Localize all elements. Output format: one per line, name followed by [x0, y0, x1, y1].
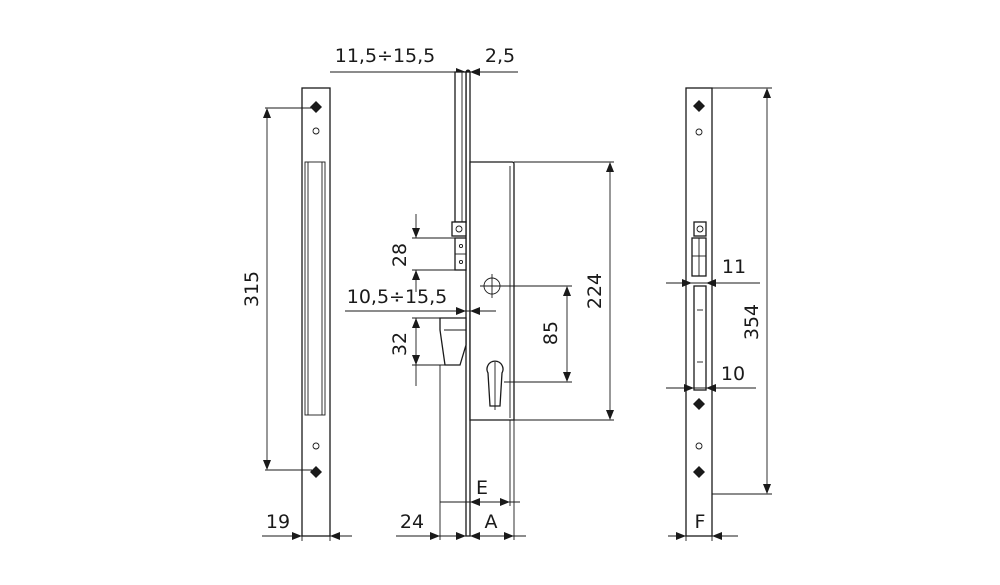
dim-label-E: E [476, 477, 488, 499]
dimension-backset-mid: 10,5÷15,5 [345, 286, 496, 315]
screw-hole-icon [693, 398, 705, 410]
dim-label-28: 28 [389, 243, 411, 267]
dim-label-24: 24 [400, 511, 424, 533]
pin-hole-icon [312, 127, 320, 135]
dim-label-19: 19 [266, 511, 290, 533]
screw-hole-icon [310, 466, 322, 478]
screw-hole-icon [310, 101, 322, 113]
dim-label-backset-top: 11,5÷15,5 [335, 45, 436, 67]
lock-body-view: 11,5÷15,5 2,5 [330, 45, 614, 540]
strike-plate-recess [304, 161, 326, 416]
dimension-28: 28 [389, 214, 456, 292]
dimension-354: 354 [712, 87, 772, 495]
dim-label-315: 315 [241, 271, 263, 307]
dimension-315: 315 [241, 107, 312, 471]
latch-bar [454, 71, 467, 223]
dim-label-32: 32 [389, 332, 411, 356]
dimension-backset-top: 11,5÷15,5 2,5 [330, 45, 518, 76]
dim-label-backset-mid: 10,5÷15,5 [347, 286, 448, 308]
dimension-11: 11 [666, 256, 760, 287]
pin-hole-icon [312, 442, 320, 450]
dimension-19: 19 [262, 511, 352, 541]
latch-opening [693, 221, 707, 237]
pin-hole-icon [695, 442, 703, 450]
dim-label-A: A [485, 511, 498, 533]
screw-hole-icon [693, 466, 705, 478]
pin-hole-icon [695, 128, 703, 136]
dimension-24-A: 24 A [396, 365, 526, 540]
dimension-85: 85 [500, 285, 572, 383]
faceplate-front-view: 11 10 354 F [666, 87, 772, 541]
dim-label-224: 224 [584, 273, 606, 309]
dimension-10: 10 [666, 363, 756, 392]
dim-label-10: 10 [721, 363, 745, 385]
strike-plate-view: 315 19 [241, 87, 352, 541]
dim-label-354: 354 [741, 304, 763, 340]
latch-tongue [439, 317, 467, 366]
latch-block [451, 221, 467, 237]
dimension-E: E [440, 420, 520, 506]
dim-label-F: F [695, 511, 706, 533]
dimension-224: 224 [514, 161, 614, 421]
dim-label-2-5: 2,5 [485, 45, 515, 67]
dimension-32: 32 [389, 317, 446, 386]
bolt-opening [693, 285, 707, 391]
dim-label-11: 11 [722, 256, 746, 278]
dim-label-85: 85 [540, 321, 562, 345]
screw-hole-icon [693, 100, 705, 112]
dimension-F: F [668, 511, 738, 541]
